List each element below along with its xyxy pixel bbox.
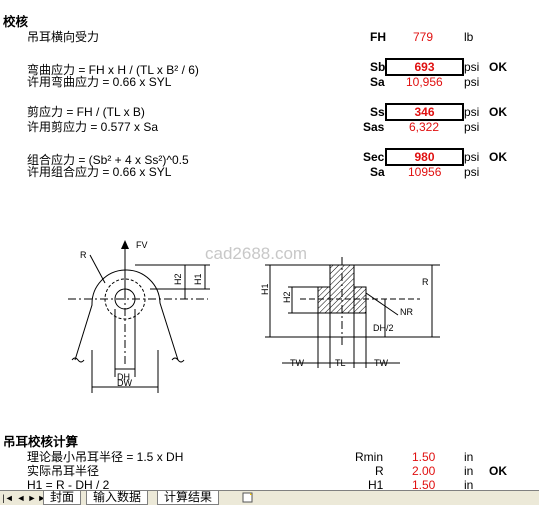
ok-badge: OK xyxy=(489,105,507,119)
row-unit: psi xyxy=(464,105,480,119)
label-h1: H1 xyxy=(193,273,203,285)
label-h2-side: H2 xyxy=(282,291,292,303)
row-label: 理论最小吊耳半径 = 1.5 x DH xyxy=(27,450,184,464)
next-sheet-button[interactable]: ► xyxy=(27,493,37,503)
first-sheet-button[interactable]: |◄ xyxy=(2,493,14,503)
row-unit: in xyxy=(464,464,474,478)
ok-badge: OK xyxy=(489,60,507,74)
row-symbol: Rmin xyxy=(355,450,384,464)
row-label: 许用弯曲应力 = 0.66 x SYL xyxy=(27,75,172,89)
insert-sheet-icon[interactable] xyxy=(240,492,256,504)
tab-calc-results[interactable]: 计算结果 xyxy=(157,491,220,505)
label-tw-left: TW xyxy=(290,358,304,368)
row-value[interactable]: 2.00 xyxy=(412,464,436,478)
section-title-check: 校核 xyxy=(3,15,29,29)
row-unit: psi xyxy=(464,165,480,179)
row-symbol: R xyxy=(375,464,384,478)
label-dh: DH xyxy=(117,372,130,382)
prev-sheet-button[interactable]: ◄ xyxy=(16,493,26,503)
tab-input-data[interactable]: 输入数据 xyxy=(86,491,149,505)
row-unit: in xyxy=(464,478,474,492)
row-symbol: Sa xyxy=(370,75,385,89)
row-value[interactable]: 1.50 xyxy=(412,450,436,464)
label-r: R xyxy=(80,250,87,260)
tab-cover[interactable]: 封面 xyxy=(43,491,82,505)
section-title-lug-calc: 吊耳校核计算 xyxy=(3,435,79,449)
row-label: 实际吊耳半径 xyxy=(27,464,100,478)
row-symbol: H1 xyxy=(368,478,384,492)
ok-badge: OK xyxy=(489,464,507,478)
row-label: 许用剪应力 = 0.577 x Sa xyxy=(27,120,159,134)
row-symbol: Ss xyxy=(370,105,385,119)
label-nr: NR xyxy=(400,307,413,317)
row-value-boxed[interactable]: 980 xyxy=(385,148,464,166)
row-label: 组合应力 = (Sb² + 4 x Ss²)^0.5 xyxy=(27,153,189,167)
row-symbol: Sec xyxy=(363,150,385,164)
row-symbol: Sas xyxy=(363,120,385,134)
label-h2: H2 xyxy=(173,273,183,285)
watermark-text: cad2688.com xyxy=(205,244,307,263)
label-tl: TL xyxy=(335,358,346,368)
row-value[interactable]: 779 xyxy=(413,30,434,44)
label-r-side: R xyxy=(422,277,429,287)
label-fv: FV xyxy=(136,240,148,250)
label-dw: DW xyxy=(117,378,132,388)
sheet-tab-bar: |◄ ◄ ► ►| 封面 输入数据 计算结果 xyxy=(0,490,539,505)
row-label: 弯曲应力 = FH x H / (TL x B² / 6) xyxy=(27,63,199,77)
row-value-boxed[interactable]: 693 xyxy=(385,58,464,76)
row-unit: psi xyxy=(464,120,480,134)
row-symbol: Sa xyxy=(370,165,385,179)
row-label: H1 = R - DH / 2 xyxy=(27,478,110,492)
row-unit: psi xyxy=(464,150,480,164)
label-tw-right: TW xyxy=(374,358,388,368)
row-unit: psi xyxy=(464,75,480,89)
row-unit: in xyxy=(464,450,474,464)
row-label: 许用组合应力 = 0.66 x SYL xyxy=(27,165,172,179)
lifting-lug-diagram: cad2688.com FV R H2 H1 DH xyxy=(68,240,440,393)
row-label: 吊耳横向受力 xyxy=(27,30,100,44)
ok-badge: OK xyxy=(489,150,507,164)
row-value-boxed[interactable]: 346 xyxy=(385,103,464,121)
row-value[interactable]: 6,322 xyxy=(409,120,440,134)
row-unit: psi xyxy=(464,60,480,74)
row-symbol: Sb xyxy=(370,60,386,74)
row-value[interactable]: 10956 xyxy=(408,165,442,179)
row-value[interactable]: 10,956 xyxy=(406,75,443,89)
row-value[interactable]: 1.50 xyxy=(412,478,436,492)
row-label: 剪应力 = FH / (TL x B) xyxy=(27,105,145,119)
label-dh2: DH/2 xyxy=(373,323,394,333)
label-h1-side: H1 xyxy=(260,283,270,295)
row-unit: lb xyxy=(464,30,474,44)
row-symbol: FH xyxy=(370,30,386,44)
